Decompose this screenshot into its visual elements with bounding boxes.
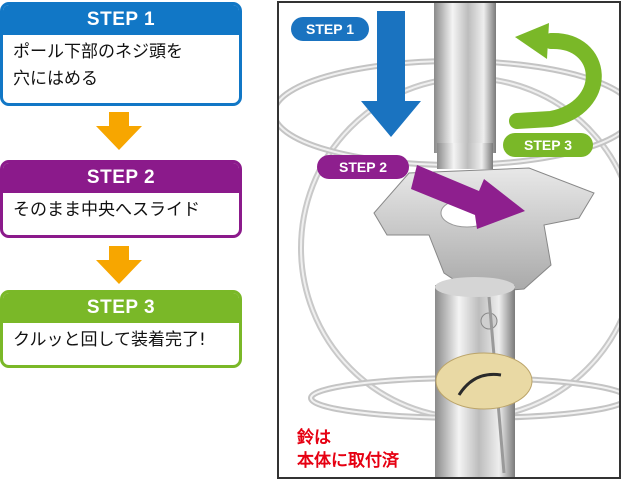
step-2-badge: STEP 2 bbox=[317, 155, 409, 179]
step-3-badge: STEP 3 bbox=[503, 133, 593, 157]
down-arrow-icon bbox=[96, 246, 142, 284]
step-2-title: STEP 2 bbox=[3, 163, 239, 193]
step-1-text-line2: 穴にはめる bbox=[13, 69, 98, 89]
step-2-card: STEP 2 そのまま中央へスライド bbox=[0, 160, 242, 238]
bell-note-line2: 本体に取付済 bbox=[297, 451, 399, 471]
step-1-card: STEP 1 ポール下部のネジ頭を 穴にはめる bbox=[0, 2, 242, 106]
stool-illustration bbox=[279, 3, 619, 477]
step-3-card: STEP 3 クルッと回して装着完了! bbox=[0, 290, 242, 368]
step-2-text: そのまま中央へスライド bbox=[13, 200, 200, 220]
step-1-badge: STEP 1 bbox=[291, 17, 369, 41]
step-1-text-line1: ポール下部のネジ頭を bbox=[13, 42, 183, 62]
step-3-text: クルッと回して装着完了! bbox=[13, 330, 206, 350]
product-photo: STEP 1 STEP 2 STEP 3 鈴は 本体に取付済 bbox=[277, 1, 621, 479]
down-arrow-icon bbox=[96, 112, 142, 150]
bell-note-line1: 鈴は bbox=[297, 428, 331, 448]
step-3-title: STEP 3 bbox=[3, 293, 239, 323]
step-1-text: ポール下部のネジ頭を 穴にはめる bbox=[3, 35, 239, 93]
bell-note: 鈴は 本体に取付済 bbox=[297, 427, 399, 473]
step-1-title: STEP 1 bbox=[3, 5, 239, 35]
